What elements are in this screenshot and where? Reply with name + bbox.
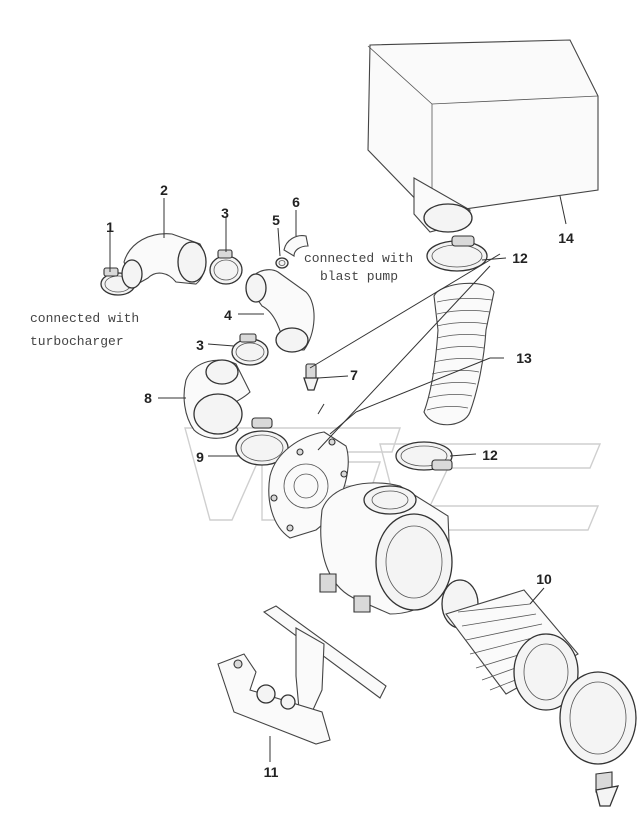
callout-5: 5 (272, 212, 280, 228)
callout-12-upper: 12 (512, 250, 528, 266)
callout-6: 6 (292, 194, 300, 210)
part-8-elbow (183, 359, 251, 439)
part-13-corrugated-hose (423, 282, 495, 426)
callout-1: 1 (106, 219, 114, 235)
callout-7: 7 (350, 367, 358, 383)
note-blast-pump-line1: connected with (304, 251, 413, 266)
callout-13: 13 (516, 350, 532, 366)
part-11-mounting-bracket (217, 605, 387, 745)
note-blast-pump-line2: blast pump (320, 269, 398, 284)
part-3-clamp-upper (209, 249, 243, 285)
part-4-bent-pipe (245, 269, 315, 353)
callout-8: 8 (144, 390, 152, 406)
part-5-nipple (275, 257, 289, 269)
air-cleaner-housing (319, 482, 453, 615)
callout-2: 2 (160, 182, 168, 198)
callout-10: 10 (536, 571, 552, 587)
note-turbocharger-line1: connected with (30, 311, 139, 326)
part-12-lower-clamp (395, 441, 453, 471)
callout-3-middle: 3 (196, 337, 204, 353)
leader-lines (109, 195, 567, 762)
part-3-clamp-middle (231, 333, 269, 366)
part-10-filter-element (441, 579, 579, 711)
end-cap (559, 671, 637, 807)
callout-11: 11 (264, 764, 279, 780)
callout-9: 9 (196, 449, 204, 465)
part-7-sensor (303, 363, 319, 391)
part-12-upper-clamp (426, 235, 488, 272)
note-turbocharger-line2: turbocharger (30, 334, 124, 349)
callout-12-lower: 12 (482, 447, 498, 463)
callout-4: 4 (224, 307, 232, 323)
part-6-small-hose (283, 235, 309, 257)
callout-14: 14 (558, 230, 574, 246)
part-14-cover-box (367, 39, 599, 233)
callout-3-upper: 3 (221, 205, 229, 221)
part-2-elbow-hose (121, 233, 207, 289)
